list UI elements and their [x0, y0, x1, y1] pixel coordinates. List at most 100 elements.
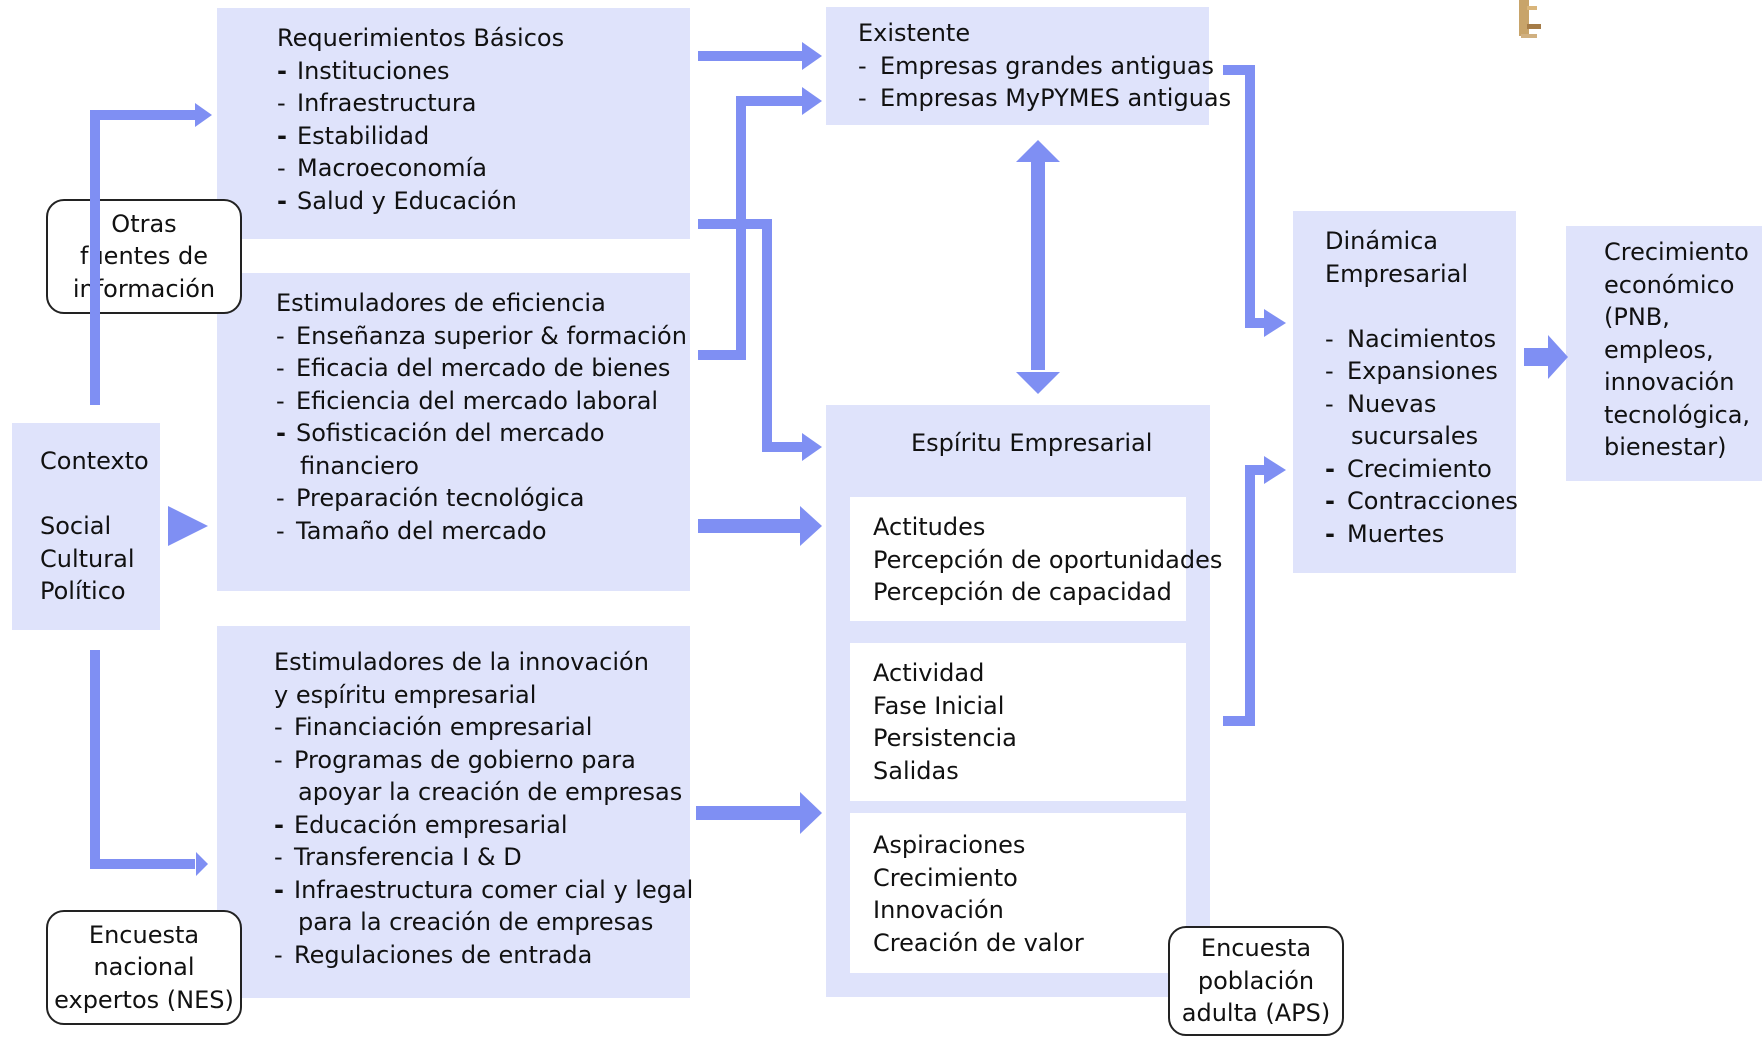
aps-survey-box: Encuesta población adulta (APS) — [1168, 926, 1344, 1036]
aps-survey-line: población — [1197, 966, 1315, 995]
attitudes-title: Actitudes — [873, 513, 986, 541]
economic-growth-line: económico — [1604, 270, 1735, 299]
business-dynamics-box: Dinámica Empresarial -Nacimientos -Expan… — [1293, 211, 1518, 573]
list-item: -Eficacia del mercado de bienes — [276, 354, 671, 382]
efficiency-enhancers-box: Estimuladores de eficiencia -Enseñanza s… — [217, 273, 690, 591]
activity-line: Fase Inicial — [873, 691, 1005, 720]
list-item: -Sofisticación del mercado — [276, 419, 605, 447]
list-item: -Infraestructura comer cial y legal — [274, 875, 694, 904]
existing-firms-title: Existente — [858, 19, 971, 47]
other-sources-line: fuentes de — [80, 242, 208, 271]
list-item: -Estabilidad — [277, 121, 430, 150]
arrowhead-icon — [1548, 335, 1568, 379]
list-item: -Infraestructura — [277, 89, 477, 117]
arrowhead-icon — [802, 433, 822, 461]
efficiency-enhancers-title: Estimuladores de eficiencia — [276, 289, 606, 317]
list-item: -Eficiencia del mercado laboral — [276, 386, 659, 415]
list-item-continuation: para la creación de empresas — [298, 908, 654, 936]
basic-to-entrepreneurship-connector — [698, 219, 802, 452]
list-item: -Muertes — [1325, 519, 1445, 548]
other-sources-line: Otras — [111, 209, 177, 238]
list-item: -Preparación tecnológica — [276, 484, 585, 512]
list-item: -Nacimientos — [1325, 324, 1497, 353]
arrowhead-icon — [802, 42, 822, 70]
arrowhead-icon — [1264, 456, 1286, 484]
context-line: Político — [40, 577, 126, 605]
economic-growth-line: innovación — [1604, 368, 1735, 396]
list-item-continuation: financiero — [300, 451, 419, 480]
nes-survey-line: expertos (NES) — [54, 985, 234, 1014]
aspirations-panel: Aspiraciones Crecimiento Innovación Crea… — [850, 813, 1186, 973]
existing-firms-box: Existente -Empresas grandes antiguas -Em… — [826, 7, 1231, 125]
aps-survey-line: Encuesta — [1200, 934, 1312, 963]
arrowhead-icon — [802, 87, 822, 115]
activity-panel: Actividad Fase Inicial Persistencia Sali… — [850, 643, 1186, 801]
list-item: -Enseñanza superior & formación — [276, 321, 687, 350]
list-item: -Tamaño del mercado — [276, 516, 547, 545]
activity-line: Salidas — [873, 756, 959, 785]
list-item-continuation: apoyar la creación de empresas — [298, 778, 683, 806]
list-item: -Macroeconomía — [277, 154, 487, 182]
existing-to-dynamics-connector — [1223, 65, 1266, 328]
context-to-innovation-connector — [90, 650, 195, 869]
list-item: -Contracciones — [1325, 487, 1518, 515]
context-box: Contexto Social Cultural Político — [12, 423, 160, 630]
aps-survey-line: adulta (APS) — [1181, 999, 1331, 1028]
list-item: -Programas de gobierno para — [274, 745, 636, 774]
list-item: -Expansiones — [1325, 357, 1498, 385]
list-item: -Educación empresarial — [274, 810, 568, 839]
list-item: -Nuevas — [1325, 389, 1437, 418]
context-line: Social — [40, 512, 112, 540]
nes-survey-box: Encuesta nacional expertos (NES) — [46, 910, 242, 1025]
list-item: -Empresas grandes antiguas — [858, 51, 1215, 80]
attitudes-line: Percepción de oportunidades — [873, 545, 1223, 574]
list-item: -Empresas MyPYMES antiguas — [858, 84, 1232, 112]
decorative-fragment-icon — [1519, 0, 1541, 38]
attitudes-line: Percepción de capacidad — [873, 578, 1172, 606]
economic-growth-line: tecnológica, — [1604, 400, 1751, 429]
economic-growth-line: empleos, — [1604, 335, 1714, 364]
activity-title: Actividad — [873, 659, 985, 687]
innovation-enhancers-subtitle: y espíritu empresarial — [274, 680, 537, 709]
innovation-enhancers-box: Estimuladores de la innovación y espírit… — [217, 626, 694, 998]
economic-growth-line: (PNB, — [1604, 303, 1670, 331]
nes-survey-line: nacional — [93, 953, 195, 982]
nes-survey-line: Encuesta — [88, 920, 200, 949]
aspirations-line: Innovación — [873, 896, 1004, 924]
context-line: Cultural — [40, 544, 135, 573]
arrowhead-icon — [800, 506, 822, 546]
list-item: -Regulaciones de entrada — [274, 940, 593, 969]
context-title: Contexto — [40, 447, 149, 475]
attitudes-panel: Actitudes Percepción de oportunidades Pe… — [850, 497, 1222, 621]
context-to-basic-connector — [90, 110, 195, 405]
activity-line: Persistencia — [873, 724, 1017, 752]
innovation-enhancers-title: Estimuladores de la innovación — [274, 648, 649, 676]
business-dynamics-subtitle: Empresarial — [1325, 259, 1469, 288]
list-item-continuation: sucursales — [1351, 422, 1479, 450]
other-sources-box: Otras fuentes de información — [46, 199, 242, 314]
entrepreneurship-title: Espíritu Empresarial — [911, 429, 1153, 457]
economic-growth-line: Crecimiento — [1604, 238, 1749, 266]
list-item: -Financiación empresarial — [274, 713, 593, 741]
arrowhead-icon — [1016, 140, 1060, 162]
list-item: -Crecimiento — [1325, 454, 1492, 483]
list-item: -Instituciones — [277, 56, 450, 85]
arrowhead-icon — [196, 852, 208, 876]
economic-growth-box: Crecimiento económico (PNB, empleos, inn… — [1566, 226, 1762, 481]
arrowhead-icon — [1016, 372, 1060, 394]
arrowhead-icon — [195, 103, 212, 127]
arrowhead-icon — [800, 792, 822, 834]
arrowhead-icon — [1264, 309, 1286, 337]
economic-growth-line: bienestar) — [1604, 433, 1727, 461]
aspirations-line: Creación de valor — [873, 928, 1084, 957]
basic-requirements-box: Requerimientos Básicos -Instituciones -I… — [217, 8, 690, 239]
arrowhead-icon — [168, 506, 208, 546]
aspirations-line: Crecimiento — [873, 863, 1018, 892]
business-dynamics-title: Dinámica — [1325, 227, 1439, 255]
aspirations-title: Aspiraciones — [873, 831, 1026, 859]
basic-requirements-title: Requerimientos Básicos — [277, 24, 565, 52]
entrepreneurship-box: Espíritu Empresarial Actitudes Percepció… — [826, 405, 1222, 997]
entrepreneurship-to-dynamics-connector — [1223, 465, 1266, 726]
list-item: -Salud y Educación — [277, 186, 517, 215]
